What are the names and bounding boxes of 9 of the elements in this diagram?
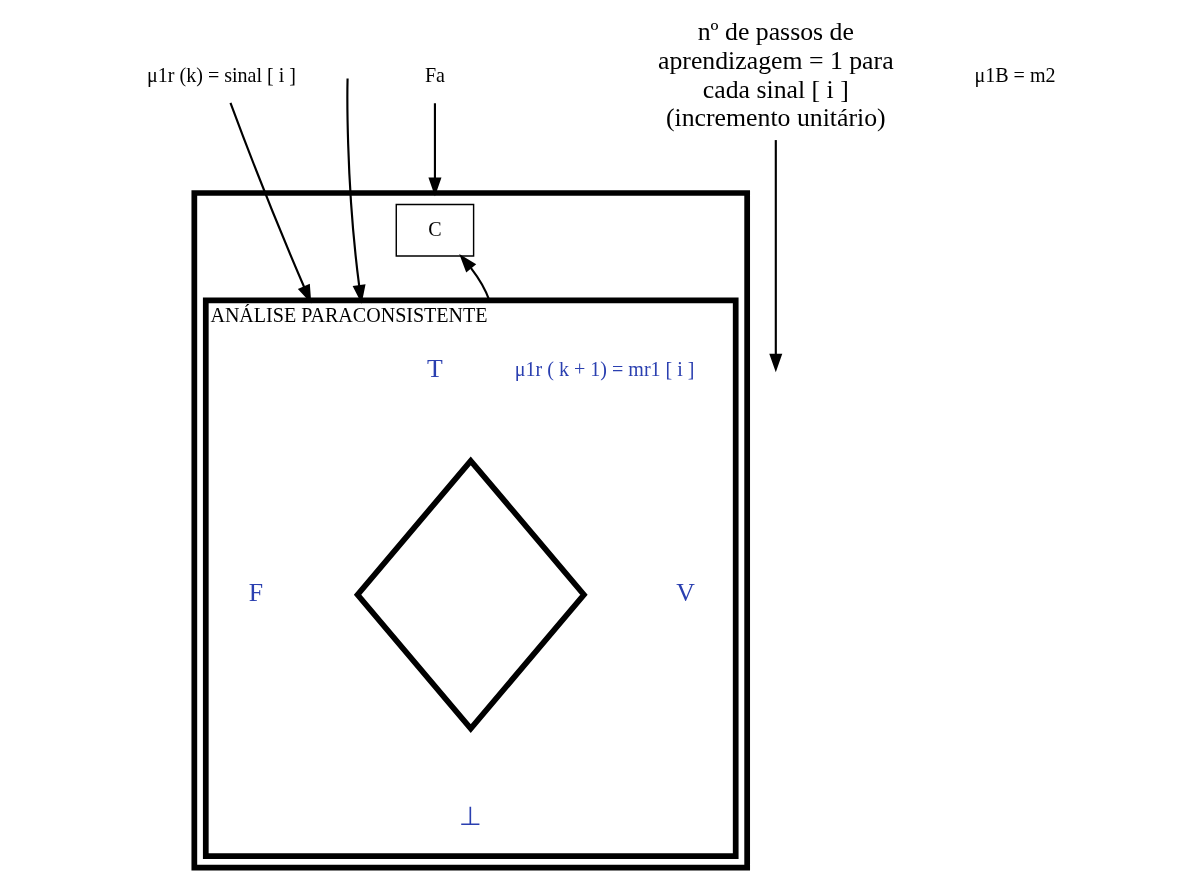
node-label: ⊥ bbox=[459, 802, 483, 832]
node-label: T bbox=[427, 353, 443, 383]
node-text: Fa bbox=[424, 64, 445, 87]
node-label: V bbox=[676, 578, 695, 608]
label: μ1B = m2 bbox=[974, 64, 1056, 87]
node-text: nº de passos de aprendizagem = 1 para cada sinal [ i ] (incremento unitário) bbox=[658, 17, 894, 133]
node-text: μ1r (k) = sinal [ i ] bbox=[147, 64, 297, 87]
node-label: F bbox=[248, 578, 264, 608]
edge-label: μ1r ( k + 1) = mr1 [ i ] bbox=[514, 357, 695, 380]
